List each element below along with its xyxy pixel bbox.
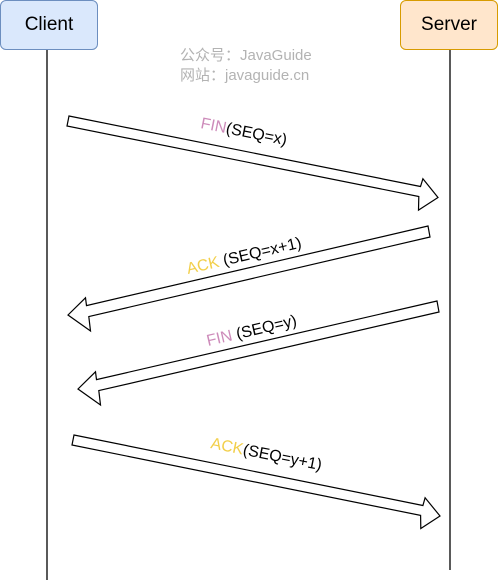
flag-ack-1: ACK [185, 254, 221, 278]
arrow-ack-client-to-server [71, 434, 441, 530]
arrow-fin-client-to-server [66, 115, 439, 212]
server-node: Server [400, 0, 498, 50]
seq-y-plus-1: (SEQ=y+1) [241, 442, 323, 474]
flag-ack-2: ACK [209, 435, 245, 458]
flag-fin-2: FIN [205, 327, 234, 349]
server-label: Server [421, 14, 477, 35]
flag-fin-1: FIN [199, 115, 228, 137]
watermark-wechat: 公众号：JavaGuide [180, 47, 312, 64]
seq-x: (SEQ=x) [224, 120, 288, 149]
label-fin-seq-x: FIN(SEQ=x) [199, 115, 288, 149]
client-label: Client [24, 14, 74, 35]
arrow-fin-server-to-client [77, 300, 440, 407]
watermark-website: 网站：javaguide.cn [180, 67, 310, 84]
arrow-ack-server-to-client [67, 225, 431, 333]
client-node: Client [0, 0, 98, 50]
